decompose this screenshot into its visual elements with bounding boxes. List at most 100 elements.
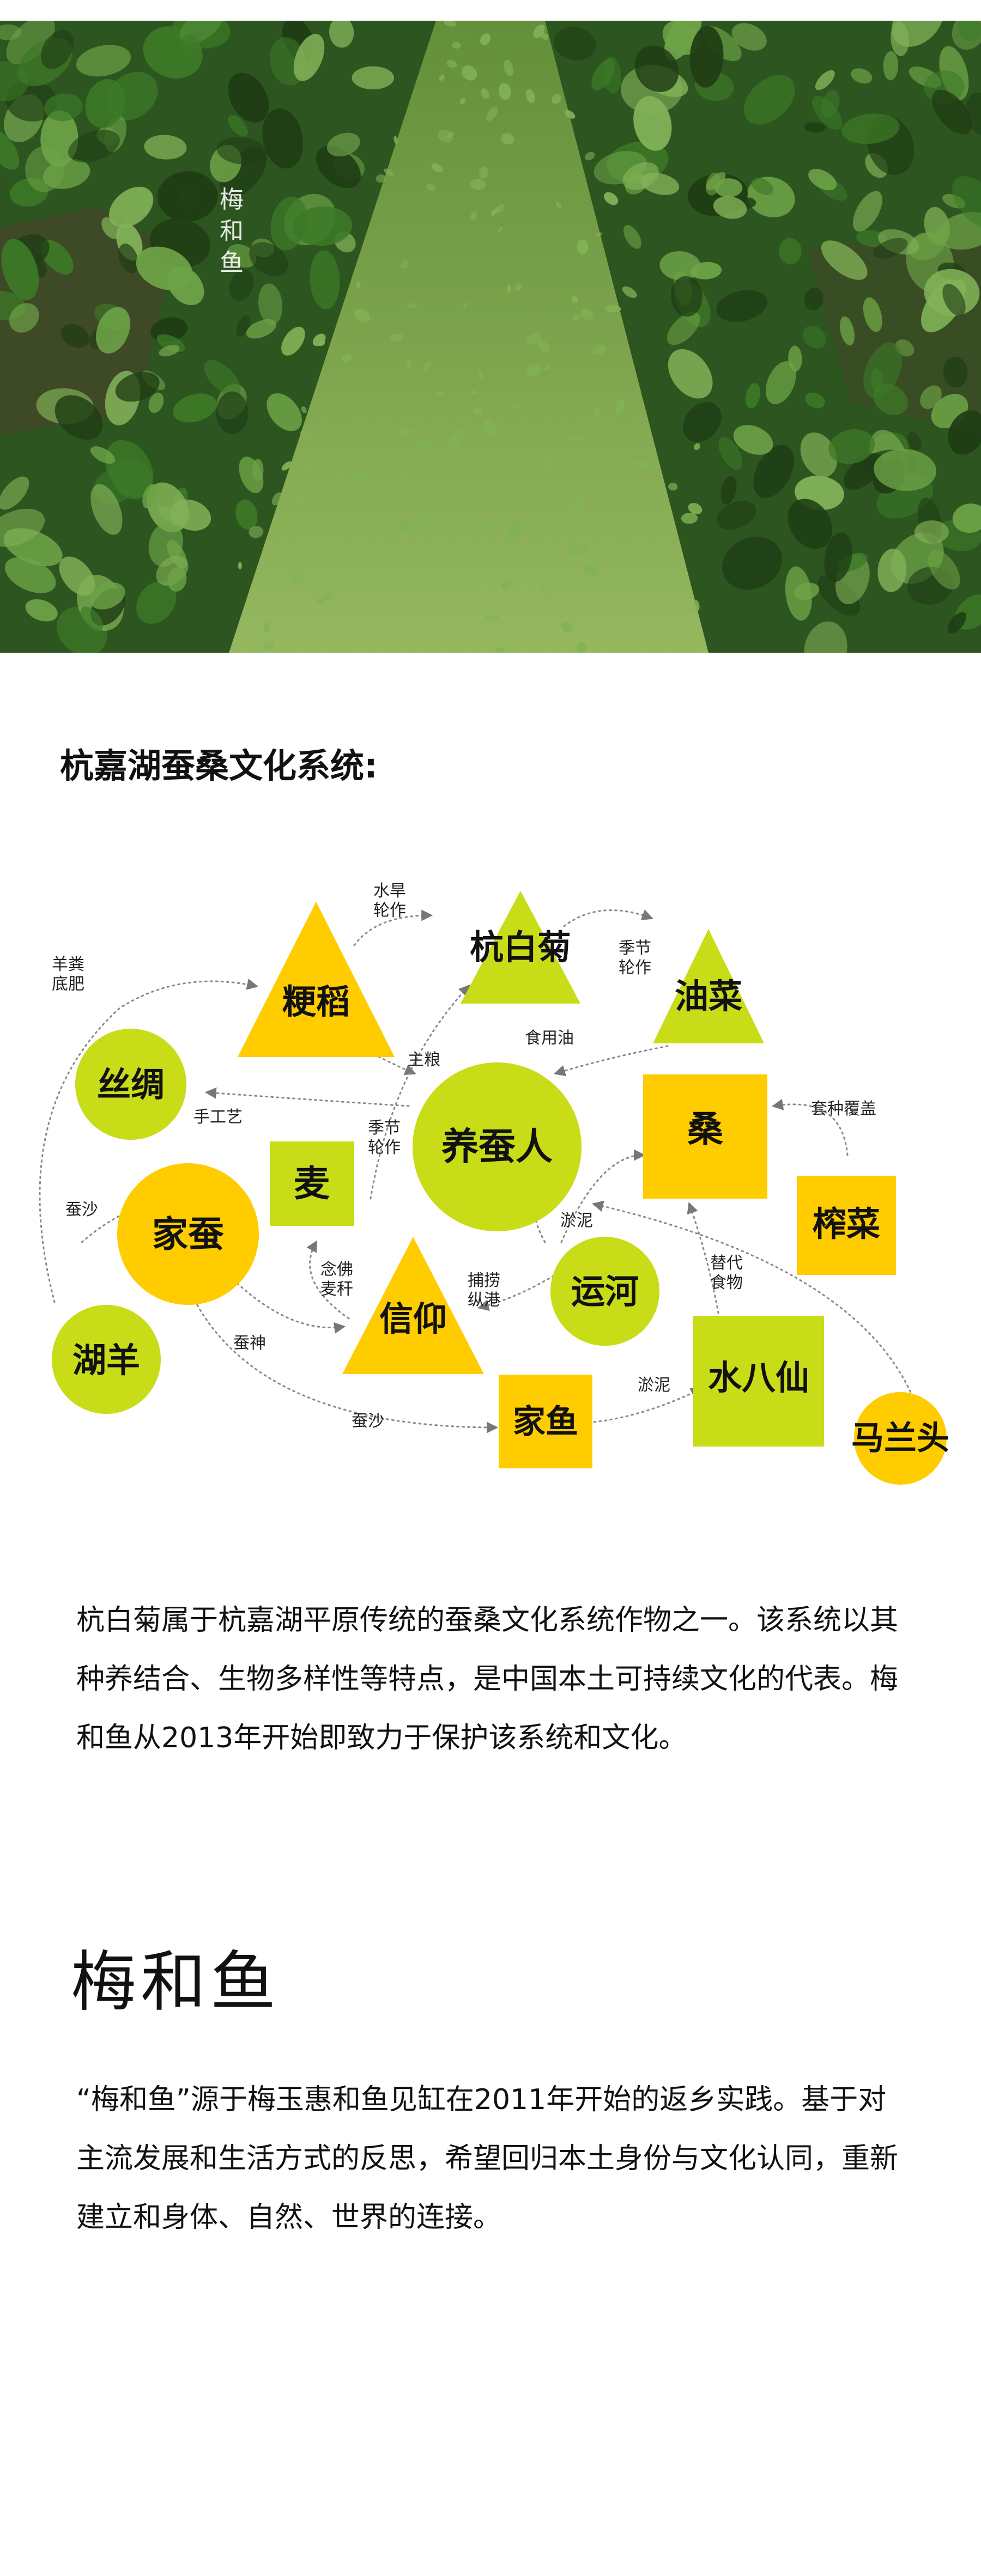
leaf-cluster bbox=[821, 90, 840, 118]
leaf-cluster bbox=[470, 211, 477, 221]
leaf-cluster bbox=[90, 446, 116, 464]
leaf-cluster bbox=[753, 445, 794, 499]
edge-label: 羊粪底肥 bbox=[52, 955, 84, 994]
edge-rotation-wheat-chrysanthemum bbox=[370, 984, 470, 1200]
leaf-cluster bbox=[804, 621, 847, 653]
leaf-cluster bbox=[136, 246, 193, 290]
node-hangbaiju: 杭白菊 bbox=[461, 891, 580, 1004]
leaf-cluster bbox=[229, 269, 254, 301]
section-title: 杭嘉湖蚕桑文化系统: bbox=[60, 746, 378, 786]
leaf-cluster bbox=[159, 345, 180, 357]
leaf-cluster bbox=[537, 340, 550, 353]
leaf-clusters bbox=[0, 21, 981, 653]
node-sichou: 丝绸 bbox=[75, 1029, 186, 1140]
node-label-zhacai: 榨菜 bbox=[813, 1204, 880, 1244]
leaf-cluster bbox=[659, 251, 701, 281]
circle-shape bbox=[52, 1305, 161, 1414]
circle-shape bbox=[117, 1163, 259, 1305]
leaf-cluster bbox=[571, 499, 586, 511]
leaf-cluster bbox=[634, 460, 649, 469]
leaf-cluster bbox=[376, 174, 386, 183]
brand-logo: 梅和鱼 bbox=[71, 1945, 280, 2020]
leaf-cluster bbox=[316, 146, 361, 189]
node-label-yangcanren: 养蚕人 bbox=[441, 1126, 553, 1169]
leaf-cluster bbox=[482, 420, 498, 436]
leaf-cluster bbox=[569, 435, 582, 441]
leaf-cluster bbox=[577, 239, 589, 254]
leaf-cluster bbox=[383, 168, 395, 176]
leaf-cluster bbox=[258, 283, 283, 325]
node-label-youcai: 油菜 bbox=[675, 976, 742, 1016]
leaf-cluster bbox=[620, 488, 629, 495]
leaf-cluster bbox=[751, 178, 773, 195]
leaf-cluster bbox=[1, 239, 39, 300]
leaf-cluster bbox=[716, 501, 756, 530]
leaf-cluster bbox=[118, 243, 139, 274]
node-jiacan: 家蚕 bbox=[117, 1163, 259, 1305]
leaf-cluster bbox=[228, 72, 269, 123]
leaf-cluster bbox=[622, 286, 637, 298]
leaf-cluster bbox=[965, 92, 981, 136]
leaf-cluster bbox=[281, 326, 305, 356]
leaf-cluster bbox=[136, 581, 177, 624]
leaf-cluster bbox=[494, 647, 504, 653]
leaf-cluster bbox=[293, 493, 301, 503]
leaf-cluster bbox=[341, 354, 352, 363]
leaf-cluster bbox=[249, 526, 264, 538]
leaf-cluster bbox=[310, 250, 340, 309]
leaf-cluster bbox=[914, 520, 949, 544]
leaf-cluster bbox=[391, 536, 401, 546]
leaf-cluster bbox=[0, 476, 29, 510]
leaf-cluster bbox=[688, 503, 703, 514]
leaf-cluster bbox=[564, 521, 570, 528]
leaf-cluster bbox=[301, 406, 307, 414]
leaf-cluster bbox=[815, 70, 835, 90]
leaf-cluster bbox=[204, 360, 241, 397]
leaf-cluster bbox=[714, 178, 743, 198]
leaf-cluster bbox=[352, 470, 368, 483]
leaf-cluster bbox=[526, 89, 535, 104]
leaf-cluster bbox=[316, 598, 324, 604]
leaf-cluster bbox=[216, 137, 267, 165]
node-zhacai: 榨菜 bbox=[797, 1176, 896, 1275]
leaf-cluster bbox=[462, 65, 477, 81]
node-label-mai: 麦 bbox=[294, 1163, 330, 1205]
edge-cover-zhacai-mulberry bbox=[771, 1098, 849, 1156]
node-youcai: 油菜 bbox=[653, 929, 764, 1043]
leaf-cluster bbox=[422, 361, 432, 372]
leaf-cluster bbox=[824, 532, 852, 582]
leaf-cluster bbox=[96, 307, 130, 354]
leaf-cluster bbox=[705, 172, 720, 196]
leaf-cluster bbox=[928, 550, 960, 590]
leaf-cluster bbox=[292, 206, 353, 246]
leaf-cluster bbox=[239, 457, 264, 494]
leaf-cluster bbox=[227, 244, 257, 268]
edge-excrement-silkworm-fish bbox=[184, 1279, 499, 1433]
leaf-cluster bbox=[852, 191, 883, 232]
leaf-cluster bbox=[271, 492, 283, 506]
leaf-cluster bbox=[262, 640, 275, 651]
intro-paragraph: 杭白菊属于杭嘉湖平原传统的蚕桑文化系统作物之一。该系统以其种养结合、生物多样性等… bbox=[76, 1604, 899, 1754]
node-xinyang: 信仰 bbox=[342, 1237, 484, 1374]
leaf-cluster bbox=[873, 238, 908, 259]
leaf-cluster bbox=[55, 395, 103, 440]
leaf-cluster bbox=[794, 582, 820, 600]
leaf-cluster bbox=[605, 305, 621, 313]
square-shape bbox=[643, 1074, 767, 1199]
leaf-cluster bbox=[804, 122, 826, 133]
leaf-cluster bbox=[507, 284, 511, 293]
leaf-cluster bbox=[800, 432, 837, 477]
leaf-cluster bbox=[670, 276, 703, 317]
field-photo-illustration bbox=[0, 21, 981, 653]
node-label-sang: 桑 bbox=[687, 1108, 723, 1150]
leaf-cluster bbox=[615, 398, 625, 415]
leaf-cluster bbox=[329, 21, 354, 48]
leaf-cluster bbox=[821, 240, 868, 280]
leaf-cluster bbox=[473, 407, 483, 416]
leaf-cluster bbox=[495, 204, 505, 213]
node-sang: 桑 bbox=[643, 1074, 767, 1199]
leaf-cluster bbox=[480, 33, 491, 45]
leaf-cluster bbox=[592, 344, 607, 356]
leaf-cluster bbox=[89, 582, 125, 610]
leaf-cluster bbox=[263, 622, 270, 634]
